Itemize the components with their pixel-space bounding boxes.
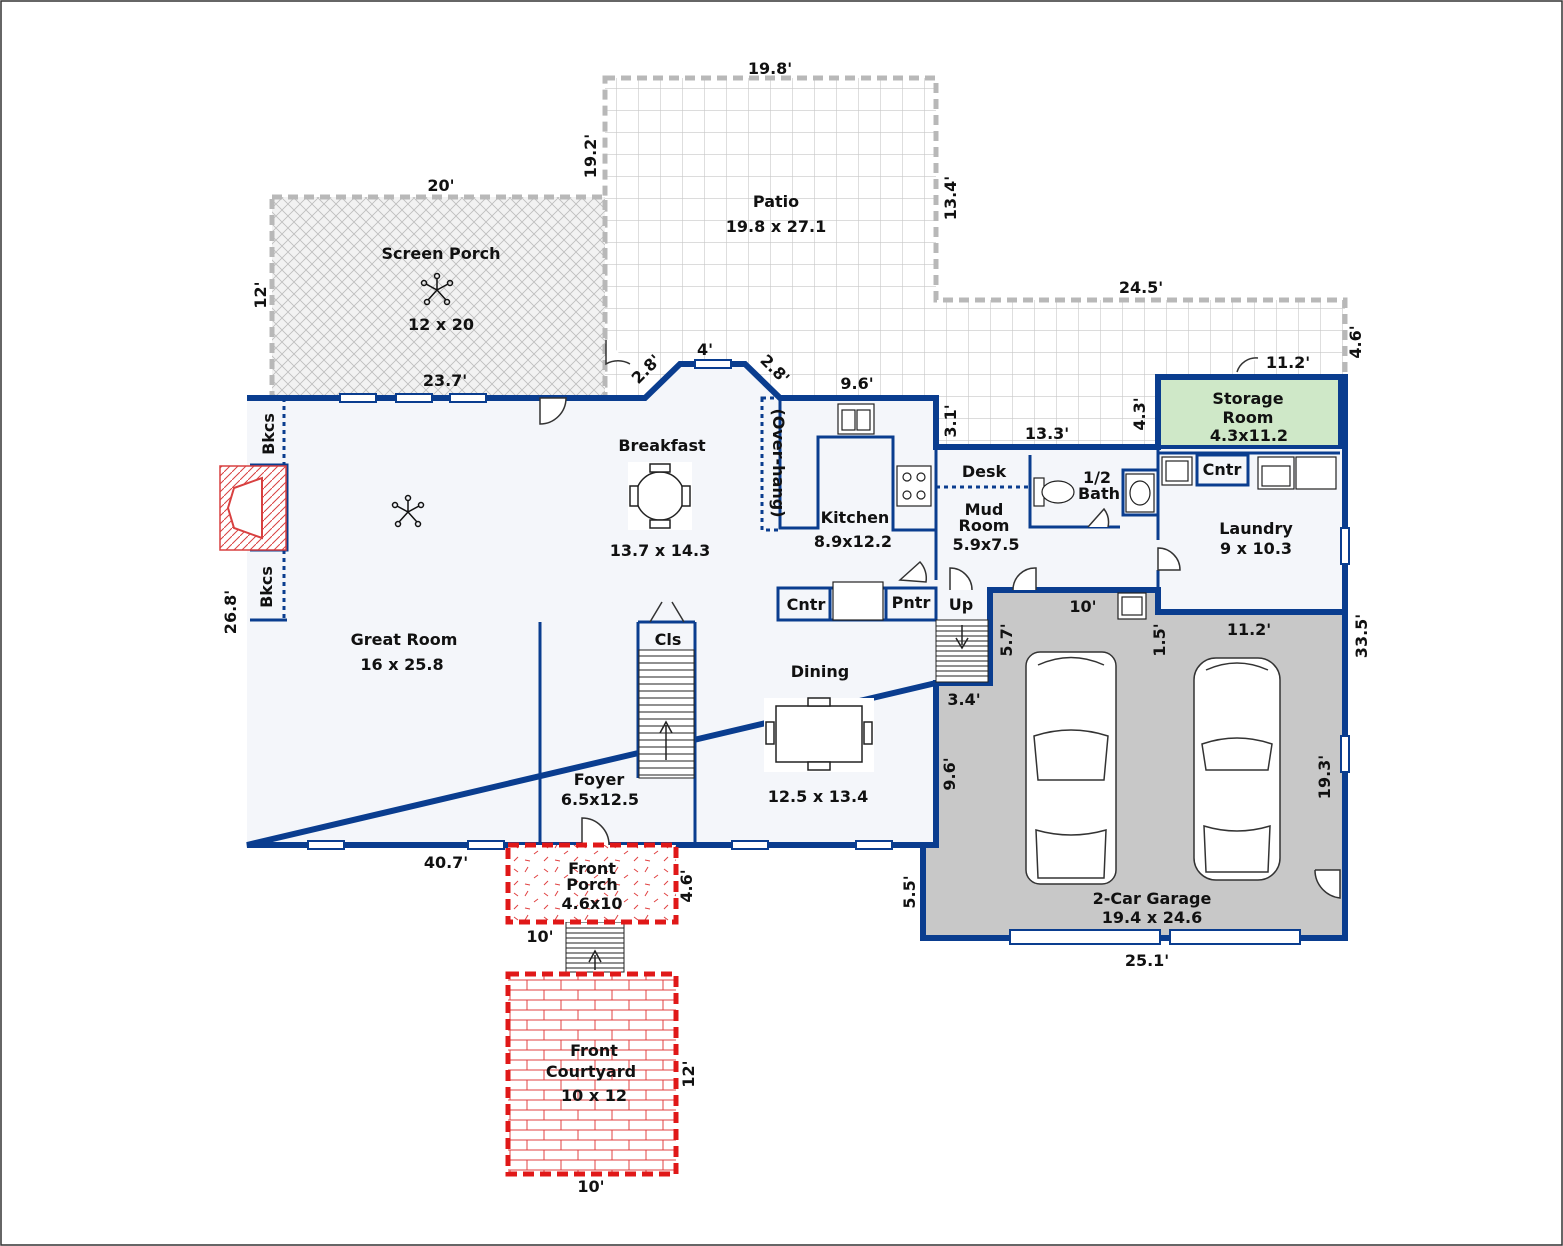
main-stairs xyxy=(638,649,695,779)
dim-garage-top-right: 11.2' xyxy=(1227,620,1271,639)
great-room-name: Great Room xyxy=(351,630,458,649)
mud-room-name-1: Mud xyxy=(965,500,1004,519)
dim-courtyard-bottom: 10' xyxy=(577,1177,604,1196)
kitchen-name: Kitchen xyxy=(821,508,890,527)
windows xyxy=(307,359,1350,945)
breakfast-size: 13.7 x 14.3 xyxy=(610,541,710,560)
dim-garage-stair: 5.7' xyxy=(997,623,1016,656)
front-courtyard-name-2: Courtyard xyxy=(546,1062,636,1081)
closet-label: Cls xyxy=(655,630,682,649)
bath-fixtures xyxy=(1033,473,1155,513)
laundry-name: Laundry xyxy=(1219,519,1293,538)
patio xyxy=(602,75,1348,450)
overhang-label: (Over-hang) xyxy=(769,408,788,517)
laundry-size: 9 x 10.3 xyxy=(1220,539,1292,558)
screen-porch-name: Screen Porch xyxy=(381,244,500,263)
dining-size: 12.5 x 13.4 xyxy=(768,787,868,806)
dim-storage-top: 11.2' xyxy=(1266,353,1310,372)
garage-name: 2-Car Garage xyxy=(1093,889,1212,908)
bookcase-label-bottom: Bkcs xyxy=(257,566,276,608)
dim-garage-left-low: 5.5' xyxy=(900,875,919,908)
dim-patio-ext-top: 24.5' xyxy=(1119,278,1163,297)
dim-patio-ext-right: 4.6' xyxy=(1346,325,1365,358)
dim-kitchen-top: 9.6' xyxy=(840,374,873,393)
ceiling-fan-icon xyxy=(420,272,454,306)
garage-size: 19.4 x 24.6 xyxy=(1102,908,1202,927)
dim-garage-step: 1.5' xyxy=(1150,623,1169,656)
dining-table xyxy=(764,697,874,772)
screen-porch-size: 12 x 20 xyxy=(408,315,474,334)
front-courtyard xyxy=(505,971,679,1177)
dim-bay-top: 4' xyxy=(697,340,713,359)
breakfast-name: Breakfast xyxy=(618,436,706,455)
front-courtyard-name-1: Front xyxy=(570,1041,618,1060)
dim-front-porch-right: 4.6' xyxy=(677,869,696,902)
breakfast-table xyxy=(628,462,692,530)
dim-screen-porch-top: 20' xyxy=(427,176,454,195)
front-porch-name-2: Porch xyxy=(566,875,617,894)
foyer-name: Foyer xyxy=(574,770,625,789)
kitchen-size: 8.9x12.2 xyxy=(814,532,892,551)
foyer-size: 6.5x12.5 xyxy=(561,790,639,809)
dim-kitchen-right: 3.1' xyxy=(941,404,960,437)
dim-garage-right: 19.3' xyxy=(1315,755,1334,799)
dining-name: Dining xyxy=(791,662,849,681)
mud-room-size: 5.9x7.5 xyxy=(952,535,1019,554)
front-porch-size: 4.6x10 xyxy=(562,894,623,913)
doors xyxy=(539,340,1341,899)
great-room-size: 16 x 25.8 xyxy=(360,655,443,674)
kitchen-fixtures xyxy=(832,403,932,621)
dim-front-porch-bottom: 10' xyxy=(526,927,553,946)
laundry-fixtures xyxy=(1117,456,1337,620)
dim-house-top: 23.7' xyxy=(423,371,467,390)
dotted-edges xyxy=(282,396,1030,620)
dim-house-right: 33.5' xyxy=(1352,614,1371,658)
dim-storage-left: 4.3' xyxy=(1130,397,1149,430)
dim-courtyard-right: 12' xyxy=(679,1060,698,1087)
storage-room-size: 4.3x11.2 xyxy=(1210,426,1288,445)
desk-label: Desk xyxy=(962,462,1007,481)
interior-walls xyxy=(250,398,1340,845)
garage-stairs xyxy=(935,619,989,683)
dim-patio-left: 19.2' xyxy=(581,134,600,178)
fireplace xyxy=(219,465,287,551)
storage-room-name-1: Storage xyxy=(1212,389,1283,408)
front-courtyard-size: 10 x 12 xyxy=(561,1086,627,1105)
kitchen-counter-label: Cntr xyxy=(787,595,826,614)
bookcase-label-top: Bkcs xyxy=(259,413,278,455)
dim-garage-top-left: 10' xyxy=(1069,597,1096,616)
dim-patio-ext-bottom: 13.3' xyxy=(1025,424,1069,443)
dim-house-bottom: 40.7' xyxy=(424,853,468,872)
dim-patio-right: 13.4' xyxy=(941,176,960,220)
car-right-icon xyxy=(1193,657,1281,881)
mud-room-name-2: Room xyxy=(959,516,1010,535)
dim-house-left: 26.8' xyxy=(221,590,240,634)
ceiling-fan-icon xyxy=(391,494,425,528)
screen-porch xyxy=(269,194,608,401)
half-bath-name-1: 1/2 xyxy=(1083,468,1111,487)
patio-name: Patio xyxy=(753,192,799,211)
storage-room xyxy=(1156,375,1342,449)
stairs-up-label: Up xyxy=(949,595,973,614)
dim-screen-porch-left: 12' xyxy=(251,281,270,308)
laundry-counter-label: Cntr xyxy=(1203,460,1242,479)
storage-room-name-2: Room xyxy=(1223,408,1274,427)
dim-garage-left: 9.6' xyxy=(940,757,959,790)
dim-patio-top: 19.8' xyxy=(748,59,792,78)
front-porch xyxy=(505,842,679,925)
front-porch-name-1: Front xyxy=(568,859,616,878)
porch-steps xyxy=(565,921,625,973)
dim-garage-bottom: 25.1' xyxy=(1125,951,1169,970)
car-left-icon xyxy=(1025,651,1117,885)
pantry-label: Pntr xyxy=(892,593,931,612)
dim-garage-notch: 3.4' xyxy=(947,690,980,709)
patio-size: 19.8 x 27.1 xyxy=(726,217,826,236)
house-interior xyxy=(247,364,1345,845)
half-bath-name-2: Bath xyxy=(1078,484,1120,503)
